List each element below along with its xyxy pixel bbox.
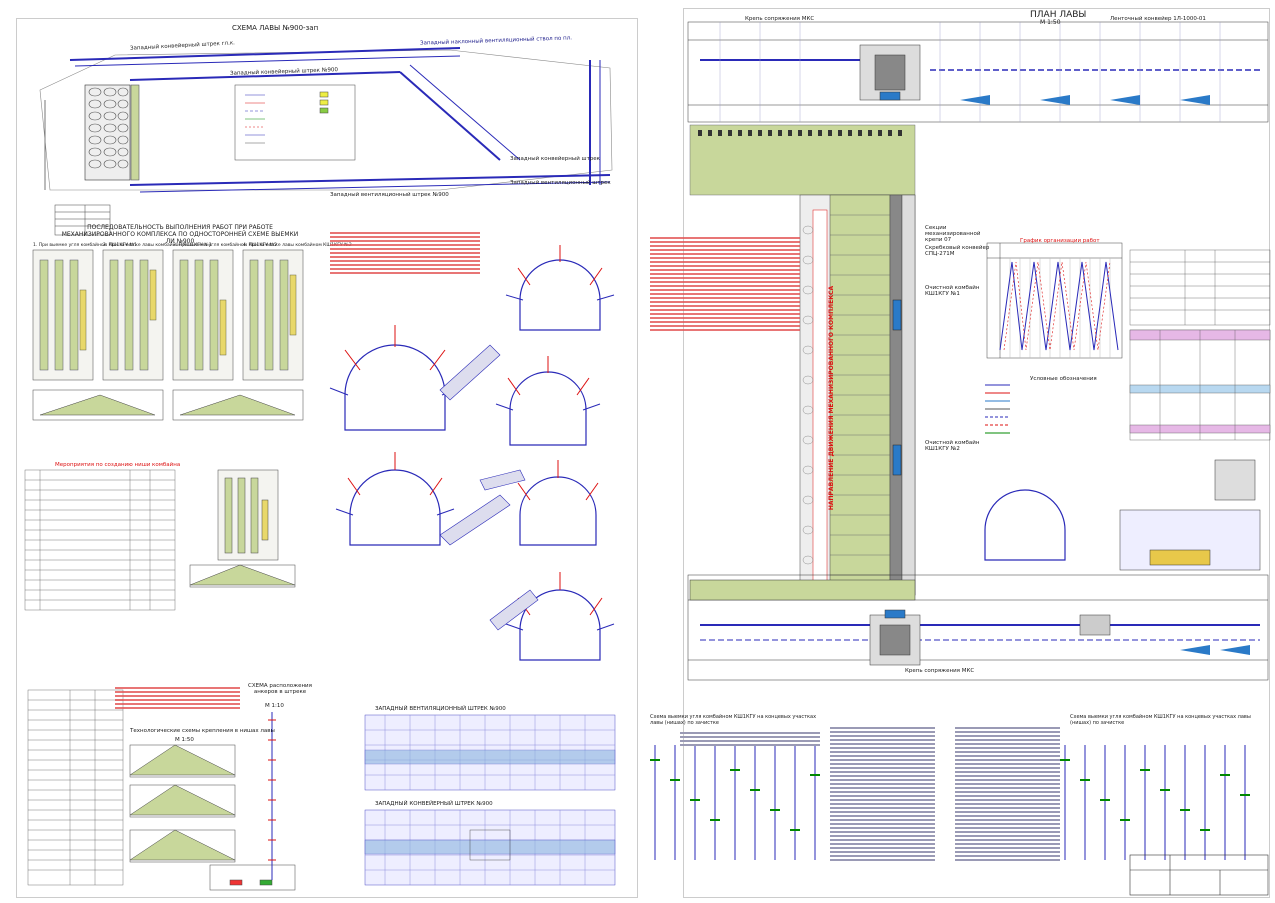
drift-label-5: Западный вентиляционный штрек xyxy=(510,180,611,186)
shield-label-1: Секции механизированной крепи 07 xyxy=(925,225,981,243)
shield-label-2: Скребковый конвейер СПЦ-271М xyxy=(925,245,990,257)
mine-scheme xyxy=(39,47,613,193)
tech-schemes xyxy=(129,744,296,891)
shield-label-4: Очистной комбайн КШ1КГУ №2 xyxy=(925,440,980,452)
drift-label-6: Западный конвейерный штрек xyxy=(510,156,600,162)
conveyor-drift-grid xyxy=(364,809,616,886)
conveyor-label: Ленточный конвейер 1Л-1000-01 xyxy=(1110,16,1206,22)
anchor-strip xyxy=(268,712,276,880)
sequence-title: ПОСЛЕДОВАТЕЛЬНОСТЬ ВЫПОЛНЕНИЯ РАБОТ ПРИ … xyxy=(61,224,299,245)
longwall-shields xyxy=(830,214,890,576)
shearer-markers xyxy=(892,299,902,476)
scheme-legend xyxy=(234,84,356,161)
step-4: 4. При зачистке лавы комбайном КШ1КГУ №2 xyxy=(243,243,352,248)
bottom-left-title: Схема выемки угля комбайном КШ1КГУ на ко… xyxy=(650,714,817,726)
left-sheet xyxy=(16,18,638,898)
notes-center-text xyxy=(830,725,935,863)
plan-title: ПЛАН ЛАВЫ xyxy=(1030,10,1087,20)
graph-title: График организации работ xyxy=(1020,238,1100,244)
step-2: 2. При зачистке лавы комбайном КШ1КГУ №1 xyxy=(103,243,212,248)
right-sheet xyxy=(683,8,1270,898)
vertical-text: НАПРАВЛЕНИЕ ДВИЖЕНИЯ МЕХАНИЗИРОВАННОГО К… xyxy=(828,285,836,511)
red-notes-3 xyxy=(115,685,240,711)
legend-block xyxy=(985,384,1010,434)
notes-right xyxy=(680,730,820,748)
plan-bottom-arrows xyxy=(1180,645,1250,655)
title-block xyxy=(1129,854,1269,896)
red-notes-2 xyxy=(650,235,800,333)
anchor-title: СХЕМА расположения анкеров в штреке xyxy=(248,683,312,695)
conveyor-ramps xyxy=(439,344,539,631)
work-graph xyxy=(986,242,1123,359)
goaf-area xyxy=(84,84,140,181)
anchor-scale: М 1:10 xyxy=(265,703,284,709)
tech-title: Технологические схемы крепления в нишах … xyxy=(130,728,275,734)
drift-label-4: Западный вентиляционный штрек №900 xyxy=(330,192,449,198)
small-table xyxy=(54,204,111,236)
tech-scale: М 1:50 xyxy=(175,737,194,743)
bottom-scheme-ticks xyxy=(650,759,1250,831)
arch-sections xyxy=(344,259,1066,661)
right-tables xyxy=(1129,249,1271,441)
plan-scale: М 1:50 xyxy=(1040,19,1061,26)
legend-title: Условные обозначения xyxy=(1030,376,1097,382)
bottom-table xyxy=(27,689,124,886)
step-3: 3. При выемке угля комбайном КШ1КГУ №2 xyxy=(173,243,278,248)
conveyor-drift-title: ЗАПАДНЫЙ КОНВЕЙЕРНЫЙ ШТРЕК №900 xyxy=(375,801,493,807)
crepi-label-bottom: Крепь сопряжения МКС xyxy=(905,668,975,674)
plan-top-arrows xyxy=(960,95,1210,105)
scheme-title: СХЕМА ЛАВЫ №900-зап xyxy=(232,24,319,32)
step-diagrams xyxy=(32,249,304,421)
bottom-right-title: Схема выемки угля комбайном КШ1КГУ на ко… xyxy=(1070,714,1251,726)
shield-label-3: Очистной комбайн КШ1КГУ №1 xyxy=(925,285,980,297)
goaf-stones xyxy=(802,225,814,565)
step-1: 1. При выемке угля комбайном КШ1КГУ №1 xyxy=(33,243,138,248)
crepi-label: Крепь сопряжения МКС xyxy=(745,16,815,22)
arch-bolts xyxy=(329,245,615,631)
bottom-schemes xyxy=(654,745,1246,860)
plan-top xyxy=(687,21,1269,123)
shield-grid-top xyxy=(689,124,916,196)
plan-top-grid xyxy=(719,22,1221,122)
notes-center-text-2 xyxy=(955,725,1060,863)
vent-drift-title: ЗАПАДНЫЙ ВЕНТИЛЯЦИОННЫЙ ШТРЕК №900 xyxy=(375,706,506,712)
plan-bottom xyxy=(687,574,1269,681)
measures-title: Мероприятия по созданию ниши комбайна xyxy=(55,462,181,468)
niche-diagrams xyxy=(189,469,296,588)
measures-table xyxy=(24,469,176,611)
vent-drift-grid xyxy=(364,714,616,791)
side-detail xyxy=(1119,459,1261,571)
red-notes-1 xyxy=(330,230,480,276)
